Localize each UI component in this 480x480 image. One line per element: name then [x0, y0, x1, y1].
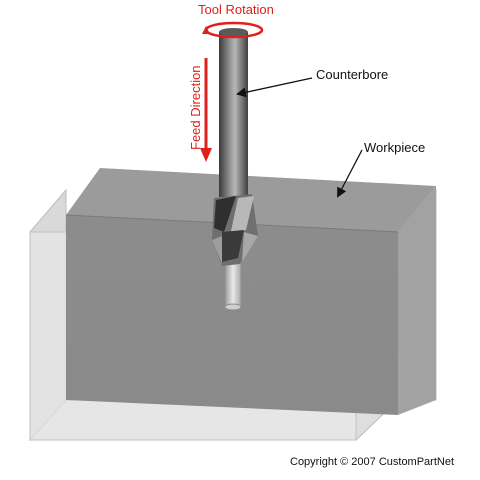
- counterbore-leader: [236, 77, 313, 98]
- tool-shank: [219, 32, 248, 197]
- workpiece-leader: [337, 149, 363, 198]
- tool-pilot: [224, 261, 242, 309]
- workpiece: [28, 168, 437, 442]
- tool-rotation-label: Tool Rotation: [198, 2, 274, 17]
- copyright-text: Copyright © 2007 CustomPartNet: [290, 456, 454, 468]
- feed-direction-label: Feed Direction: [188, 65, 203, 150]
- feed-direction-arrow: [200, 58, 212, 162]
- tool-flutes: [212, 194, 258, 266]
- counterbore-tool: [212, 28, 258, 311]
- tool-shank-top: [219, 28, 248, 36]
- rotation-arc-front: [202, 26, 264, 39]
- workpiece-label: Workpiece: [364, 140, 425, 155]
- workpiece-front-face: [66, 215, 398, 415]
- counterbore-label: Counterbore: [316, 67, 388, 82]
- rotation-indicator: [202, 21, 264, 39]
- tool-pilot-tip: [224, 303, 242, 311]
- workpiece-side-face: [398, 186, 436, 415]
